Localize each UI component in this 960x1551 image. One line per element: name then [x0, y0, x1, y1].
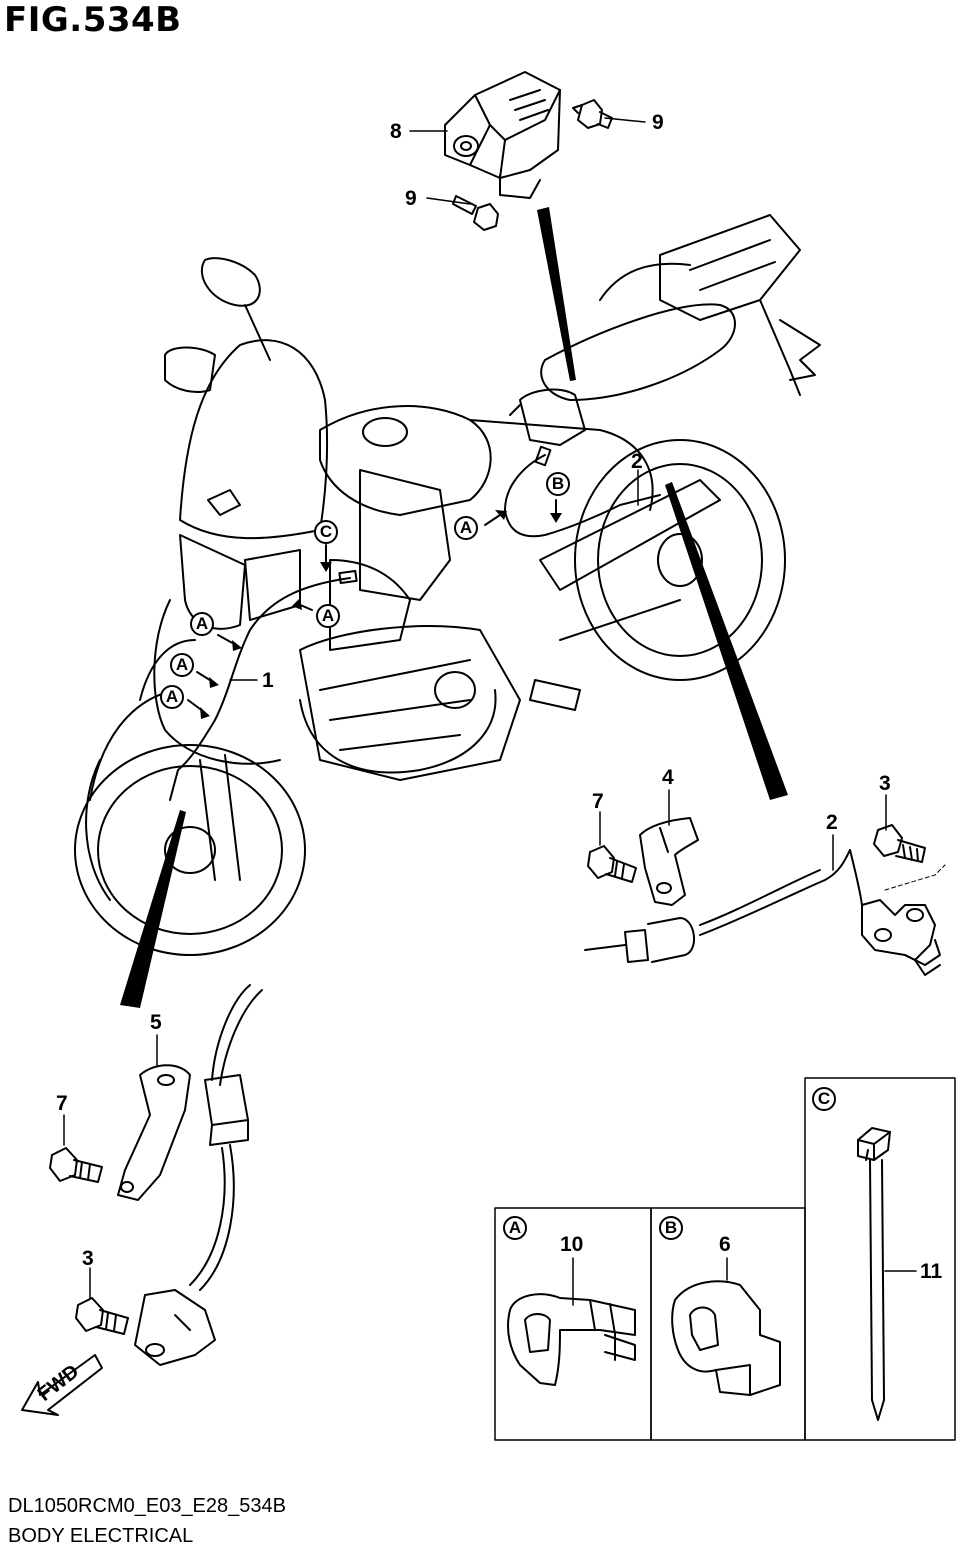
rear-wheel-speed-sensor-part-2	[584, 849, 946, 976]
callout-9-lower: 9	[405, 187, 417, 210]
figure-title: FIG.534B	[4, 0, 182, 40]
section-name: BODY ELECTRICAL	[8, 1525, 194, 1547]
motorcycle-illustration	[74, 214, 821, 956]
callout-6: 6	[719, 1233, 731, 1256]
callout-7-upper: 7	[592, 790, 604, 813]
wheel-sensor-harness	[169, 445, 661, 801]
leader-wedges	[120, 207, 788, 1008]
callout-11: 11	[920, 1260, 943, 1283]
callout-7-lower: 7	[56, 1092, 68, 1115]
callout-4: 4	[662, 766, 674, 789]
bolt-part-9-upper	[572, 99, 613, 129]
callout-10: 10	[560, 1233, 584, 1256]
bracket-part-4	[639, 817, 699, 906]
figure-code: DL1050RCM0_E03_E28_534B	[8, 1495, 286, 1517]
callout-8: 8	[390, 120, 402, 143]
bolt-part-3-lower	[75, 1297, 129, 1335]
callout-5: 5	[150, 1011, 162, 1034]
callout-2-exploded: 2	[826, 811, 838, 834]
callout-9-upper: 9	[652, 111, 664, 134]
panel-marker-a: A	[503, 1216, 527, 1240]
callout-3-upper: 3	[879, 772, 891, 795]
forward-direction-arrow	[21, 1354, 103, 1416]
marker-arrows	[187, 499, 562, 719]
detail-panels	[494, 1077, 956, 1441]
callout-2-bike: 2	[631, 450, 643, 473]
marker-a-bike-1: A	[454, 516, 478, 540]
callout-1: 1	[262, 669, 274, 692]
front-wheel-speed-sensor	[134, 984, 263, 1366]
marker-a-bike-5: A	[160, 685, 184, 709]
panel-marker-c: C	[812, 1087, 836, 1111]
marker-b-bike: B	[546, 472, 570, 496]
marker-c-bike: C	[314, 520, 338, 544]
marker-a-bike-2: A	[316, 604, 340, 628]
marker-a-bike-4: A	[170, 653, 194, 677]
marker-a-bike-3: A	[190, 612, 214, 636]
bolt-part-7-lower	[49, 1147, 103, 1183]
bracket-part-5	[117, 1064, 191, 1201]
bolt-part-7-upper	[587, 845, 637, 883]
bolt-part-3-upper	[873, 824, 926, 863]
callout-3-lower: 3	[82, 1247, 94, 1270]
cable-tie-part-11	[857, 1127, 891, 1421]
clamp-part-10	[507, 1293, 636, 1386]
callout-leaders	[63, 117, 917, 1306]
bolt-part-9-lower	[452, 195, 499, 231]
control-module-part-8	[444, 71, 561, 199]
clamp-part-6	[671, 1280, 781, 1396]
panel-marker-b: B	[659, 1216, 683, 1240]
